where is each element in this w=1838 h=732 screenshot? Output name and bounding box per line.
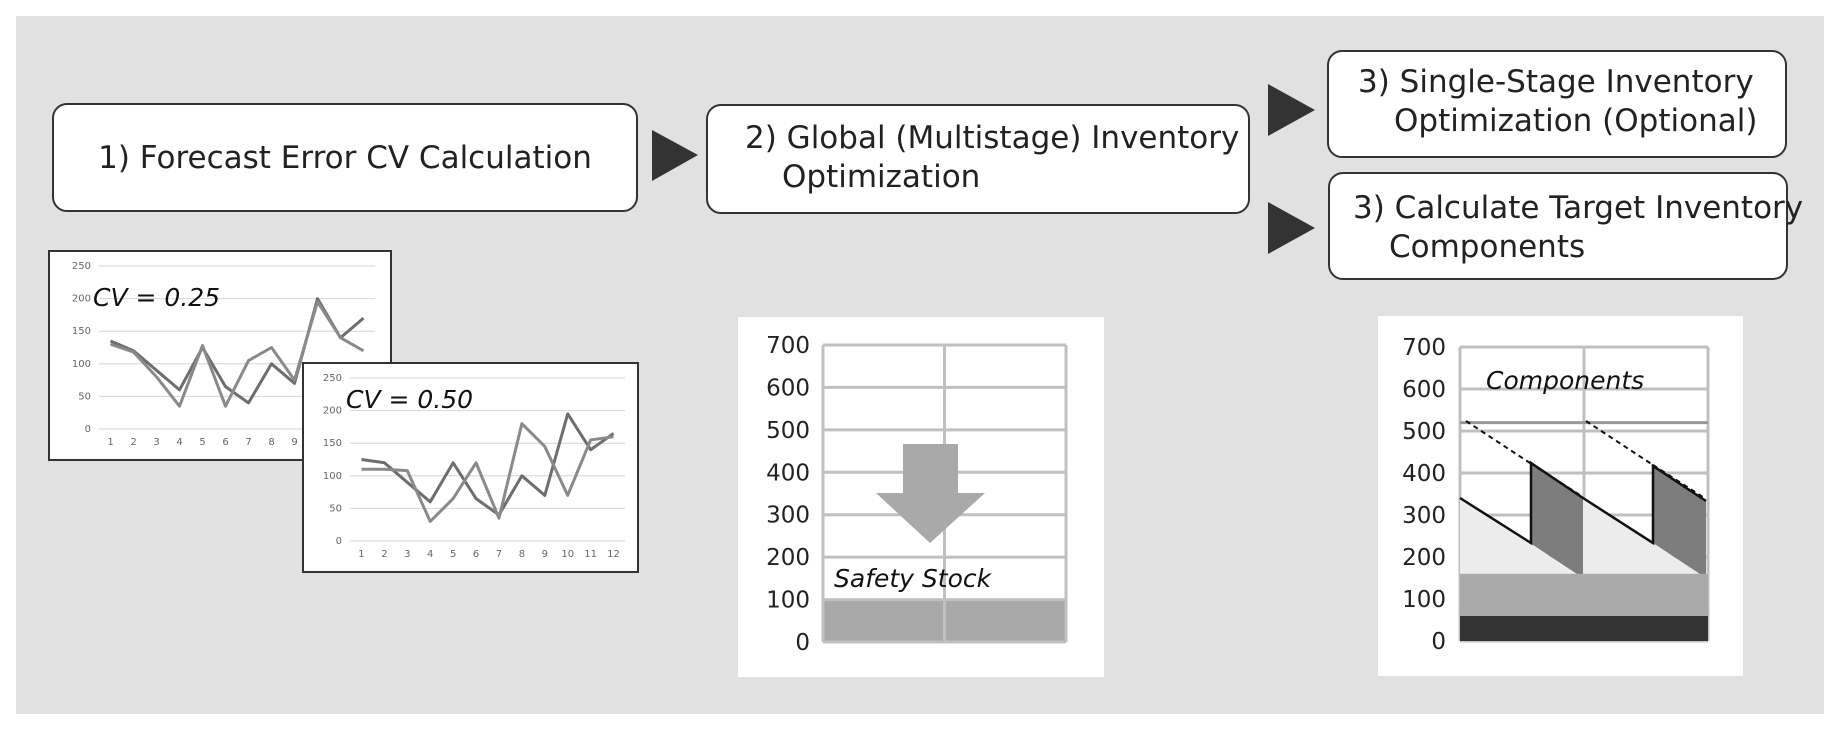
dashed-line bbox=[1585, 420, 1654, 466]
y-tick-label: 100 bbox=[1402, 587, 1446, 613]
dashed-line bbox=[1465, 420, 1531, 464]
step2-label-line2: Optimization bbox=[782, 159, 980, 195]
x-tick-label: 4 bbox=[427, 549, 433, 560]
step3a-label-line1: 3) Single-Stage Inventory bbox=[1358, 64, 1754, 100]
y-tick-label: 0 bbox=[795, 630, 810, 656]
x-tick-label: 2 bbox=[381, 549, 387, 560]
x-tick-label: 3 bbox=[153, 437, 159, 448]
arrow-right-icon bbox=[652, 130, 698, 181]
y-tick-label: 100 bbox=[72, 359, 91, 370]
series-line bbox=[361, 412, 615, 517]
arrow-right-icon bbox=[1268, 202, 1315, 254]
step2-label-line1: 2) Global (Multistage) Inventory bbox=[745, 120, 1239, 156]
x-tick-label: 4 bbox=[176, 437, 182, 448]
y-tick-label: 200 bbox=[72, 294, 91, 305]
x-tick-label: 12 bbox=[607, 549, 620, 560]
cv-value-label: CV = 0.50 bbox=[346, 385, 473, 414]
step3b-box bbox=[1328, 172, 1788, 280]
components-chart: 700 600 500 400 300 200 100 0 Components bbox=[1378, 316, 1743, 676]
x-tick-label: 10 bbox=[561, 549, 574, 560]
x-tick-label: 5 bbox=[450, 549, 456, 560]
lot-size-area bbox=[1653, 466, 1706, 578]
y-tick-label: 300 bbox=[1402, 503, 1446, 529]
x-tick-label: 7 bbox=[245, 437, 251, 448]
step1-box bbox=[52, 103, 638, 212]
y-tick-label: 600 bbox=[766, 375, 810, 401]
x-tick-label: 2 bbox=[130, 437, 136, 448]
y-tick-label: 250 bbox=[72, 261, 91, 272]
dashed-line bbox=[1529, 462, 1584, 498]
dashed-line bbox=[1652, 464, 1707, 500]
y-tick-label: 500 bbox=[1402, 419, 1446, 445]
x-tick-label: 8 bbox=[268, 437, 274, 448]
step1-label: 1) Forecast Error CV Calculation bbox=[98, 140, 592, 176]
components-label: Components bbox=[1486, 366, 1644, 395]
safety-stock-chart: 700 600 500 400 300 200 100 0 Safety Stock bbox=[738, 317, 1104, 677]
inventory-band bbox=[1460, 615, 1708, 641]
y-tick-label: 400 bbox=[1402, 461, 1446, 487]
step2-box bbox=[706, 104, 1250, 214]
down-arrow-icon bbox=[876, 444, 985, 543]
x-tick-label: 11 bbox=[584, 549, 597, 560]
x-tick-label: 1 bbox=[358, 549, 364, 560]
inventory-band bbox=[1460, 573, 1708, 616]
x-tick-label: 1 bbox=[107, 437, 113, 448]
x-tick-label: 7 bbox=[496, 549, 502, 560]
step3a-label-line2: Optimization (Optional) bbox=[1394, 103, 1757, 139]
y-tick-label: 200 bbox=[323, 406, 342, 417]
y-tick-label: 0 bbox=[85, 424, 91, 435]
cv-value-label: CV = 0.25 bbox=[93, 283, 220, 312]
series-line bbox=[361, 422, 614, 523]
y-tick-label: 150 bbox=[323, 438, 342, 449]
y-tick-label: 400 bbox=[766, 460, 810, 486]
lot-size-area bbox=[1530, 463, 1583, 578]
cv-chart-frame bbox=[302, 362, 639, 573]
y-tick-label: 0 bbox=[1431, 629, 1446, 655]
y-tick-label: 250 bbox=[323, 373, 342, 384]
x-tick-label: 3 bbox=[404, 549, 410, 560]
y-tick-label: 0 bbox=[336, 536, 342, 547]
step3a-box bbox=[1327, 50, 1787, 158]
arrow-right-icon bbox=[1268, 84, 1315, 136]
y-tick-label: 100 bbox=[766, 588, 810, 614]
y-tick-label: 200 bbox=[766, 545, 810, 571]
x-tick-label: 5 bbox=[199, 437, 205, 448]
y-tick-label: 50 bbox=[329, 503, 342, 514]
y-tick-label: 500 bbox=[766, 418, 810, 444]
y-tick-label: 150 bbox=[72, 326, 91, 337]
y-tick-label: 700 bbox=[766, 333, 810, 359]
y-tick-label: 300 bbox=[766, 503, 810, 529]
x-tick-label: 9 bbox=[291, 437, 297, 448]
y-tick-label: 100 bbox=[323, 471, 342, 482]
x-tick-label: 6 bbox=[222, 437, 228, 448]
step3b-label-line1: 3) Calculate Target Inventory bbox=[1353, 190, 1803, 226]
y-tick-label: 700 bbox=[1402, 335, 1446, 361]
y-tick-label: 600 bbox=[1402, 377, 1446, 403]
series-line bbox=[110, 300, 365, 408]
y-tick-label: 50 bbox=[78, 391, 91, 402]
x-tick-label: 8 bbox=[519, 549, 525, 560]
safety-stock-label: Safety Stock bbox=[834, 564, 993, 593]
x-tick-label: 6 bbox=[473, 549, 479, 560]
x-tick-label: 9 bbox=[542, 549, 548, 560]
step3b-label-line2: Components bbox=[1389, 229, 1585, 265]
y-tick-label: 200 bbox=[1402, 545, 1446, 571]
